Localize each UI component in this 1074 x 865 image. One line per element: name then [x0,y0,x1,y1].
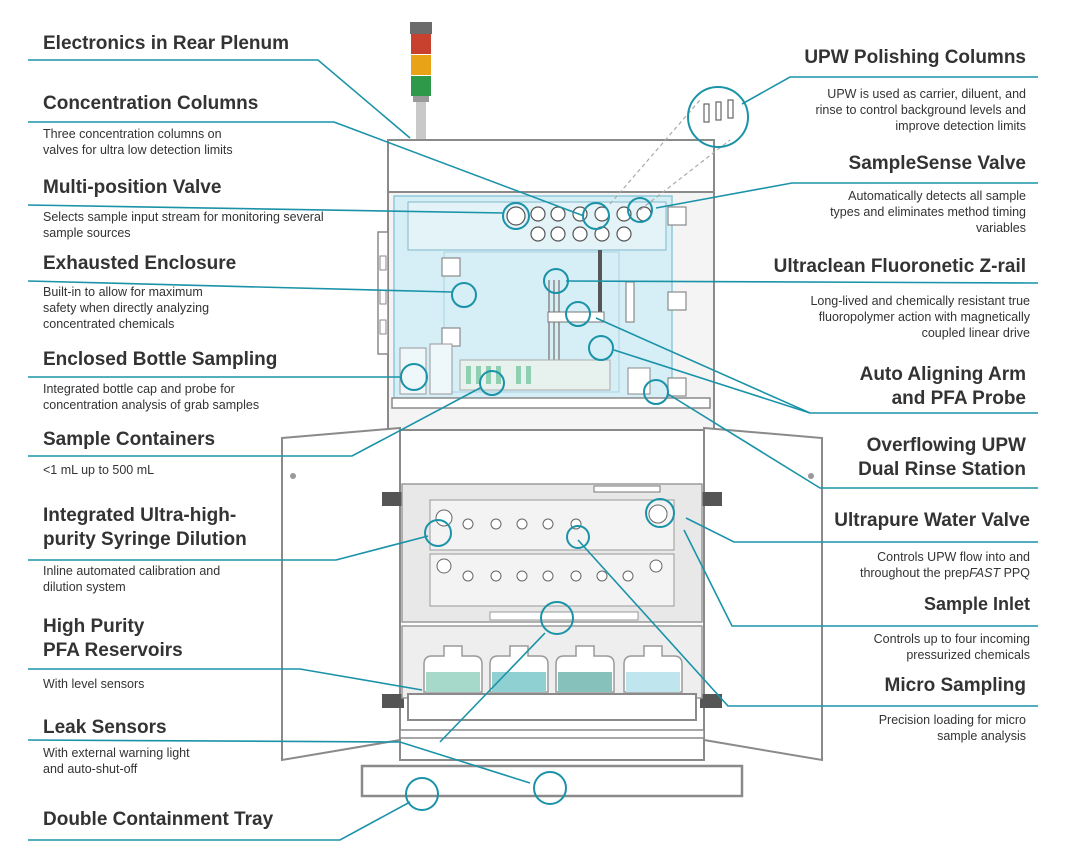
beacon-green-light [411,76,431,96]
label-bottle-desc: Integrated bottle cap and probe for conc… [43,382,260,412]
label-arm-title-2: and PFA Probe [891,388,1026,409]
label-reservoirs-desc: With level sensors [43,677,145,691]
reservoir-4-level [626,672,680,692]
label-upw-valve-title: Ultrapure Water Valve [834,510,1030,531]
callout-circles [400,86,749,811]
label-containers-desc: <1 mL up to 500 mL [43,463,155,477]
label-electronics-title: Electronics in Rear Plenum [43,33,290,54]
reservoir-3-level [558,672,612,692]
label-upw-polishing-title: UPW Polishing Columns [804,47,1026,68]
label-tray-title: Double Containment Tray [43,809,274,830]
label-zrail-desc: Long-lived and chemically resistant true… [810,294,1030,340]
right-door [703,426,823,762]
label-overflow-title-2: Dual Rinse Station [858,459,1026,480]
reservoir-2-level [492,672,546,692]
label-samplesense-desc: Automatically detects all sample types a… [830,189,1026,235]
label-concentration-desc: Three concentration columns on valves fo… [43,127,233,157]
containment-tray [360,764,744,798]
label-overflow-title-1: Overflowing UPW [866,435,1026,456]
label-exhausted-desc: Built-in to allow for maximum safety whe… [43,285,210,331]
label-micro-title: Micro Sampling [884,675,1026,696]
label-syringe-desc: Inline automated calibration and dilutio… [43,564,221,594]
label-reservoirs-title-2: PFA Reservoirs [43,640,183,661]
label-inlet-desc: Controls up to four incoming pressurized… [873,632,1030,662]
label-syringe-title-1: Integrated Ultra-high- [43,505,237,526]
polishing-columns-icon [703,99,734,123]
label-samplesense-title: SampleSense Valve [848,153,1026,174]
label-syringe-title-2: purity Syringe Dilution [43,529,247,550]
label-inlet-title: Sample Inlet [923,594,1030,614]
callout-leaders [27,59,1039,841]
label-concentration-title: Concentration Columns [43,93,259,114]
label-containers-title: Sample Containers [43,429,216,450]
label-upw-valve-desc: Controls UPW flow into and throughout th… [859,550,1030,580]
label-multiposition-desc: Selects sample input stream for monitori… [43,210,324,240]
beacon-amber-light [411,55,431,75]
label-reservoirs-title-1: High Purity [43,616,145,637]
signal-beacon [410,22,432,140]
label-leak-desc: With external warning light and auto-shu… [43,746,190,776]
label-bottle-title: Enclosed Bottle Sampling [43,349,278,370]
label-zrail-title: Ultraclean Fluoronetic Z-rail [773,256,1026,277]
label-upw-polishing-desc: UPW is used as carrier, diluent, and rin… [815,87,1026,133]
label-multiposition-title: Multi-position Valve [43,177,222,198]
label-arm-title-1: Auto Aligning Arm [859,364,1026,385]
label-exhausted-title: Exhausted Enclosure [43,253,237,274]
beacon-red-light [411,34,431,54]
top-hood [387,139,715,193]
label-micro-desc: Precision loading for micro sample analy… [878,713,1026,743]
reservoir-1-level [426,672,480,692]
left-door [281,426,401,762]
label-leak-title: Leak Sensors [43,717,167,738]
